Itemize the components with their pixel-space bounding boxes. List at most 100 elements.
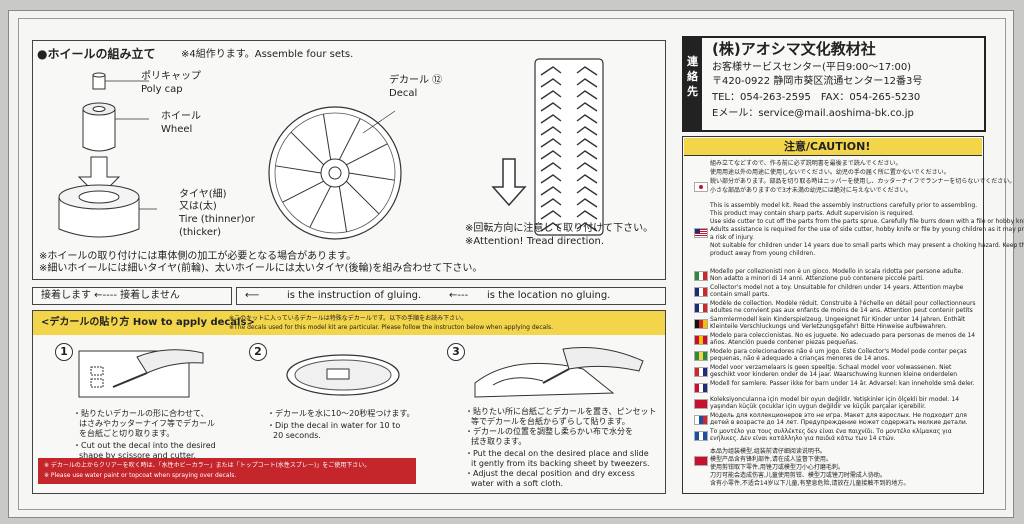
wheel-label-en: Wheel [161,124,193,135]
step-3-jp-4: 拭き取ります。 [471,437,527,446]
tire-label-en-1: Tire (thinner)or [179,214,255,225]
tread-groove [540,222,598,232]
caution-language-text: Collector's model not a toy. Unsuitable … [710,284,964,298]
tread-groove [540,114,598,124]
country-flag-icon [694,287,708,297]
caution-jp-line: 組み立てなどすので、作る前に必ず説明書を最後まで読んでください。 [710,160,902,167]
noglue-legend-en-text: is the location no gluing. [487,290,611,301]
step-3-jp-3: ・デカールの位置を調整し柔らかい布で水分を [465,427,633,436]
glue-legend-jp-text: 接着します ←---- 接着しません [41,290,180,301]
caution-language-text: Sammlermodell kein Kinderspielzeug. Unge… [710,316,966,330]
step-2-jp: ・デカールを水に10～20秒程つけます。 [267,409,415,418]
caution-en-line: Adults assistance is required for the us… [710,226,1024,233]
step-3-en-2: it gently from its backing sheet by twee… [471,459,650,468]
tread-groove [540,102,598,112]
decal-title-band [33,311,665,335]
tread-groove [540,174,598,184]
tread-groove [540,186,598,196]
tire-label-en-2: (thicker) [179,227,222,238]
caution-cn-line: 含有小零件,不适合14岁以下儿童,有窒息危险,请放在儿童接触不到的地方。 [710,480,910,487]
tread-groove [540,150,598,160]
wheel-note-2: ※細いホイールには細いタイヤ(前輪)、太いホイールには太いタイヤ(後輪)を組み合… [39,263,483,274]
spray-warning-en: ※ Please use water paint or topcoat when… [44,472,237,479]
decal-label-en: Decal [389,88,418,99]
caution-cn-line: 本品为组装模型,组装前请仔细阅读说明书。 [710,448,826,455]
caution-language-text: Modello per collezionisti non è un gioco… [710,268,964,282]
caution-language-text: Modèle de collection. Modèle réduit. Con… [710,300,976,314]
rim-spoke [345,180,380,215]
step-2-number: 2 [249,343,267,361]
caution-en-line: This product may contain sharp parts. Ad… [710,210,914,217]
wheel-note-1: ※ホイールの取り付けには車体側の加工が必要となる場合があります。 [39,251,357,262]
tread-groove [540,66,598,76]
country-flag-icon [694,319,708,329]
wheel-assembly-diagram [58,72,157,238]
step-1-number: 1 [55,343,73,361]
tread-groove [540,210,598,220]
country-flag-icon [694,271,708,281]
country-flag-icon [694,367,708,377]
country-flag-icon [694,303,708,313]
spray-warning-bar: ※ デカールの上からクリアーを吹く時は、「水性ホビーカラー」または「トップコート… [38,458,416,484]
rim-spoke [338,186,348,232]
tread-groove [540,162,598,172]
contact-side-label: 連絡先 [687,55,698,98]
rim-spoke [348,172,395,181]
caution-language-text: Модель для коллекционеров это не игра. М… [710,412,968,426]
caution-jp-line: 使用用途以外の用途に使用しないでください。幼児の手の届く所に置かないでください。 [710,169,950,176]
contact-panel: 連絡先 (株)アオシマ文化教材社 お客様サービスセンター(平日9:00～17:0… [682,36,986,132]
tire-label-jp-2: 又は(太) [179,201,217,212]
tire-label-jp-1: タイヤ(細) [179,189,227,200]
service-center: お客様サービスセンター(平日9:00～17:00) [712,62,912,73]
glue-legend-en-text: is the instruction of gluing. [287,290,422,301]
caution-language-text: Model voor verzamelaars is geen speeltje… [710,364,958,378]
caution-cn-line: 刀刃可能会造成伤害,儿童使用剪钳、模型刀或锉刀时需成人协助。 [710,472,886,479]
tire-tread-diagram [534,58,604,236]
caution-language-text: Modelo para colecionadores não é um jogo… [710,348,967,362]
country-flag-icon [694,431,708,441]
poly-cap-label-en: Poly cap [141,84,183,95]
wheel-section-subtitle: ※4組作ります。Assemble four sets. [181,49,354,60]
rim-spoke [290,131,325,166]
step-2-water-dish-illustration [286,354,400,396]
country-flag-icon [694,415,708,425]
rim-spoke [282,180,324,203]
flag-china-icon [694,456,708,466]
caution-jp-line: 鋭い部分があります。部品を切り取る時はニッパーを使用し、カッターナイフでランナー… [710,178,1016,185]
country-flag-icon [694,351,708,361]
decal-section-title: <デカールの貼り方 How to apply decals> [41,317,255,328]
country-flag-icon [694,335,708,345]
step-3-en-4: water with a soft cloth. [471,479,563,488]
step-3-en-1: ・Put the decal on the desired place and … [465,449,649,458]
step-1-en-1: ・Cut out the decal into the desired [73,441,216,450]
wheel-rim-diagram [268,106,402,240]
step-3-applying-illustration [474,347,644,398]
address: 〒420-0922 静岡市葵区流通センター12番3号 [712,76,923,87]
tel-fax: TEL：054-263-2595 FAX：054-265-5230 [712,92,921,103]
tread-groove [540,90,598,100]
step-1-en-2: shape by scissore and cutter. [79,451,196,460]
tread-note-jp: ※回転方向に注意して取り付けて下さい。 [465,223,654,234]
caution-cn-line: 模型产品含有锋利部件,请在成人监督下使用。 [710,456,832,463]
rim-spoke [338,118,361,160]
step-1-cutting-illustration [78,349,204,398]
company-name: (株)アオシマ文化教材社 [712,40,876,58]
caution-language-text: Modelo para coleccionistas. No es juguet… [710,332,976,346]
caution-language-text: Το μοντέλο για τους συλλέκτες δεν είναι … [710,428,952,442]
caution-cn-line: 使用剪钳取下零件,用锉刀或模型刀小心打磨毛刺。 [710,464,844,471]
spray-warning-jp: ※ デカールの上からクリアーを吹く時は、「水性ホビーカラー」または「トップコート… [44,462,371,469]
step-2-en-2: 20 seconds. [273,431,321,440]
caution-en-line: Use side cutter to cut off the parts fro… [710,218,1024,225]
caution-language-text: Modell for samlere. Passer ikke for barn… [710,380,975,387]
step-3-jp-2: 等でデカールを台紙からずらして貼ります。 [471,417,630,426]
step-3-number: 3 [447,343,465,361]
rim-spoke [309,186,332,228]
tread-note-en: ※Attention! Tread direction. [465,236,605,247]
wheel-label-jp: ホイール [161,111,201,122]
decal-note-jp: ※このキットに入っているデカールは特殊なデカールです。以下の手順をお読み下さい。 [229,315,468,322]
decal-note-en: ※The decals used for this model kit are … [229,324,553,331]
caution-panel [682,136,984,494]
rim-spoke [275,165,322,174]
down-arrow-icon [491,158,527,207]
caution-en-line: product away from young children. [710,250,816,257]
